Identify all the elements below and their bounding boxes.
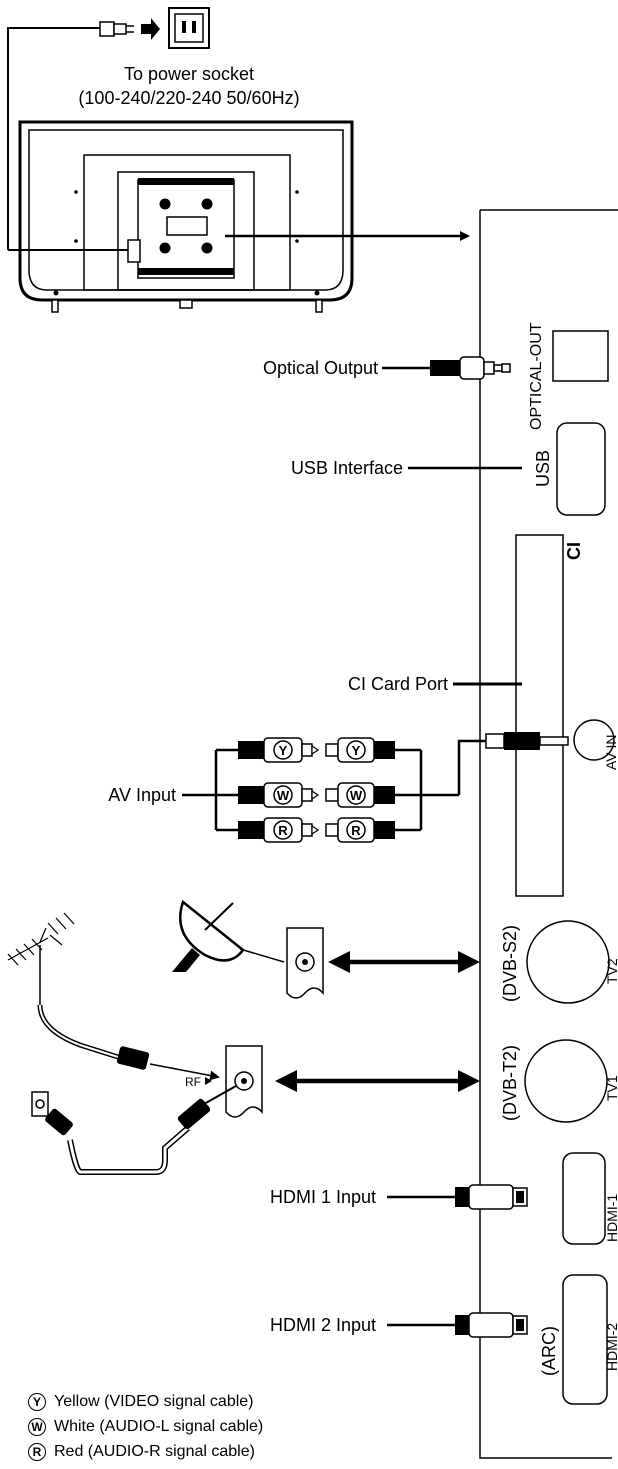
tv1-antenna-port — [524, 1039, 608, 1123]
legend-text-yellow: Yellow (VIDEO signal cable) — [54, 1393, 254, 1410]
hdmi2-input-label: HDMI 2 Input — [270, 1315, 376, 1335]
tv-back-illustration — [8, 120, 354, 313]
rca-plug-yellow-right: Y — [325, 737, 395, 763]
legend-item-red: R Red (AUDIO-R signal cable) — [28, 1443, 255, 1461]
hdmi2-port — [562, 1274, 608, 1405]
rf-pointer-icon — [205, 1077, 212, 1085]
hdmi2-port-label: HDMI-2 — [604, 1323, 618, 1371]
legend-item-yellow: Y Yellow (VIDEO signal cable) — [28, 1393, 254, 1411]
tv2-label: TV2 — [604, 958, 618, 984]
rca-plug-red-left: R — [238, 817, 320, 843]
arc-label: (ARC) — [539, 1326, 559, 1376]
optical-out-port — [552, 330, 609, 382]
usb-port-label: USB — [533, 450, 553, 487]
satellite-double-arrow — [328, 951, 480, 973]
connector-panel — [479, 209, 618, 1459]
svg-text:R: R — [351, 823, 361, 838]
optical-out-port-label: OPTICAL-OUT — [528, 322, 545, 430]
power-plug-icon — [7, 21, 134, 250]
antenna-icon — [7, 912, 220, 1081]
usb-interface-label: USB Interface — [291, 458, 403, 478]
power-socket-label: To power socket — [124, 64, 254, 84]
optical-cable-plug — [430, 356, 511, 380]
rca-plug-yellow-left: Y — [238, 737, 320, 763]
dvb-t2-label: (DVB-T2) — [500, 1045, 520, 1121]
rca-plug-white-right: W — [325, 782, 395, 808]
ci-slot-label: CI — [564, 542, 584, 560]
svg-text:W: W — [277, 788, 290, 803]
legend-text-red: Red (AUDIO-R signal cable) — [54, 1443, 255, 1460]
av-in-jack — [573, 719, 615, 761]
av-in-label: AV IN — [603, 734, 618, 770]
yellow-badge-icon: Y — [28, 1393, 46, 1411]
tv2-satellite-port — [526, 920, 610, 1004]
satellite-wall-outlet-icon — [286, 927, 324, 999]
av-cable — [182, 732, 569, 832]
usb-port — [556, 422, 606, 516]
hdmi2-cable-plug — [455, 1312, 528, 1338]
av-input-label: AV Input — [108, 785, 176, 805]
red-badge-icon: R — [28, 1443, 46, 1461]
svg-text:Y: Y — [352, 743, 361, 758]
legend-text-white: White (AUDIO-L signal cable) — [54, 1418, 264, 1435]
dvb-s2-label: (DVB-S2) — [500, 925, 520, 1002]
power-voltage-label: (100-240/220-240 50/60Hz) — [78, 88, 299, 108]
hdmi1-input-label: HDMI 1 Input — [270, 1187, 376, 1207]
ci-card-port-label: CI Card Port — [348, 674, 448, 694]
satellite-dish-icon — [172, 899, 285, 972]
hdmi1-port-label: HDMI-1 — [604, 1194, 618, 1242]
rf-label: RF — [185, 1075, 201, 1089]
rca-plug-white-left: W — [238, 782, 320, 808]
hdmi1-port — [562, 1152, 606, 1245]
svg-text:W: W — [350, 788, 363, 803]
wall-socket-icon — [168, 7, 210, 49]
ci-card-slot — [515, 534, 564, 897]
svg-text:R: R — [278, 823, 288, 838]
svg-text:Y: Y — [279, 743, 288, 758]
legend-item-white: W White (AUDIO-L signal cable) — [28, 1418, 263, 1436]
arrow-right-icon — [141, 18, 160, 40]
tv1-label: TV1 — [604, 1075, 618, 1101]
hdmi1-cable-plug — [455, 1184, 528, 1210]
rca-plug-red-right: R — [325, 817, 395, 843]
white-badge-icon: W — [28, 1418, 46, 1436]
antenna-wall-outlet-icon — [225, 1045, 263, 1118]
optical-output-label: Optical Output — [263, 358, 378, 378]
antenna-double-arrow — [275, 1070, 480, 1092]
coax-loop-cable — [31, 1085, 237, 1175]
